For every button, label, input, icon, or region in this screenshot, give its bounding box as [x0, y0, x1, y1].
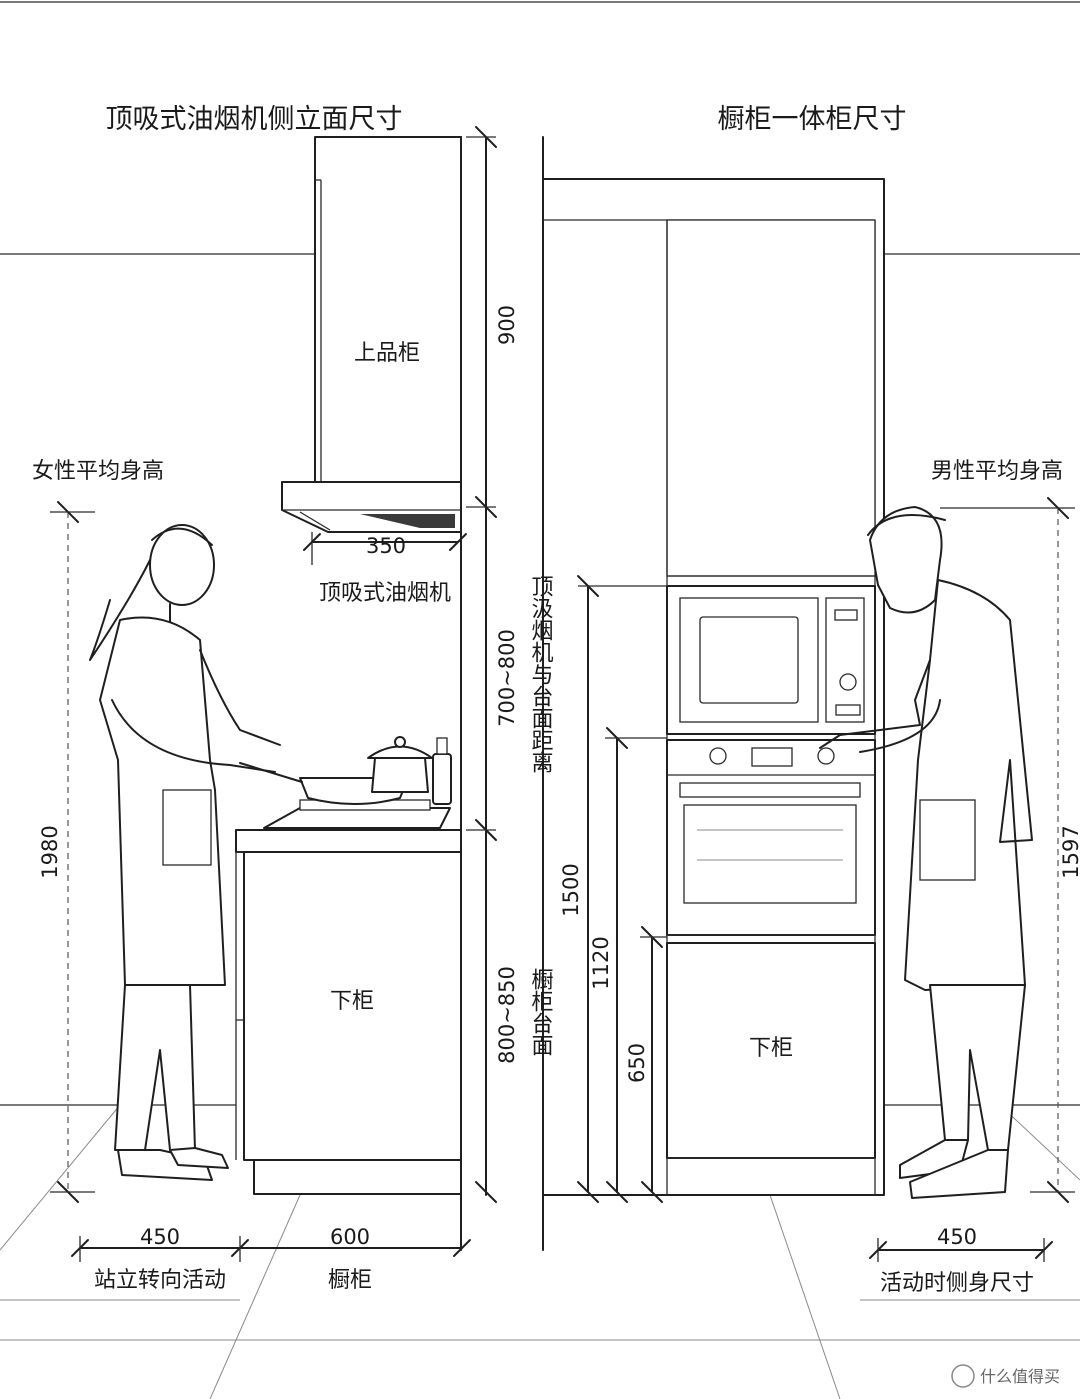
dim-upper-cabinet: 900 — [495, 305, 519, 345]
dim-stand-width: 450 — [140, 1225, 180, 1249]
lower-cabinet-right-label: 下柜 — [749, 1036, 793, 1061]
right-title: 橱柜一体柜尺寸 — [718, 104, 907, 135]
female-figure — [89, 524, 281, 1181]
stove-and-cookware — [239, 736, 452, 829]
dim-oven-height: 1120 — [589, 936, 613, 989]
left-title: 顶吸式油烟机侧立面尺寸 — [106, 104, 403, 135]
dim-female-height: 1980 — [38, 825, 62, 878]
counter-label: 橱柜台面 — [528, 968, 554, 1056]
dim-microwave-height: 1500 — [559, 863, 583, 916]
dim-hood-to-counter: 700~800 — [495, 629, 519, 727]
side-body-label: 活动时侧身尺寸 — [880, 1271, 1034, 1296]
dim-cabinet-depth: 600 — [330, 1225, 370, 1249]
watermark-logo-icon — [951, 1364, 975, 1388]
upper-cabinet-label: 上品柜 — [354, 341, 420, 366]
oven — [666, 739, 876, 936]
dim-male-height: 1597 — [1059, 825, 1080, 878]
male-height-label: 男性平均身高 — [931, 459, 1063, 484]
female-height-label: 女性平均身高 — [32, 459, 164, 484]
watermark-text: 什么值得买 — [980, 1367, 1060, 1386]
lower-cabinet-left — [235, 829, 462, 1195]
range-hood-shape — [281, 481, 462, 533]
upper-cabinet — [314, 136, 462, 483]
lower-cabinet-right-shape — [666, 942, 876, 1159]
dimension-lines — [50, 126, 1075, 1262]
range-hood-label: 顶吸式油烟机 — [319, 581, 451, 606]
watermark: 什么值得买 — [951, 1364, 1060, 1388]
cabinet-label: 橱柜 — [328, 1268, 372, 1293]
male-figure — [819, 506, 1033, 1199]
microwave — [666, 585, 876, 735]
dim-side-width: 450 — [937, 1225, 977, 1249]
lower-cabinet-left-label: 下柜 — [330, 989, 374, 1014]
dim-lower-right-height: 650 — [625, 1043, 649, 1083]
hood-to-counter-label: 顶汲烟机与台面距离 — [528, 575, 554, 773]
dim-hood-depth: 350 — [366, 534, 406, 558]
dim-counter-height: 800~850 — [495, 966, 519, 1064]
stand-turn-label: 站立转向活动 — [94, 1268, 226, 1293]
